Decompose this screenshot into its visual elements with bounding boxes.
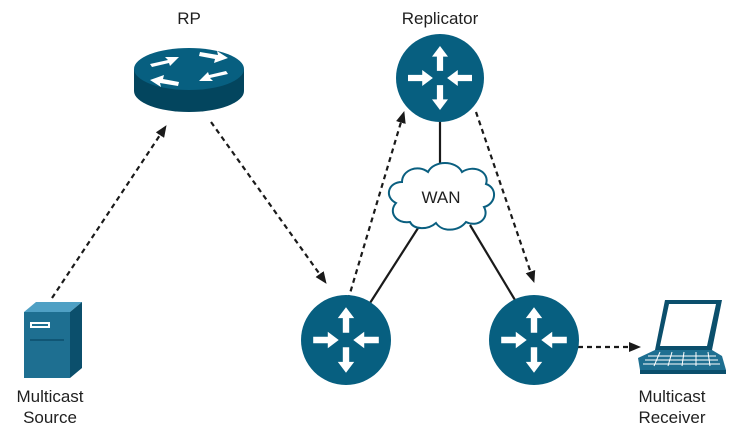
source-label-line2: Source (23, 408, 77, 427)
replicator-label: Replicator (401, 9, 479, 28)
server-icon (24, 302, 82, 378)
arrow-replicator-to-right-router (474, 111, 536, 283)
rp-router-icon (134, 48, 244, 112)
rp-label: RP (177, 9, 201, 28)
source-label-line1: Multicast (16, 387, 84, 406)
links (369, 120, 516, 304)
arrow-left-router-to-replicator (346, 111, 406, 301)
link-wan-right-router (469, 224, 516, 301)
left-router-icon (301, 295, 391, 385)
replicator-router-icon (396, 34, 484, 122)
laptop-icon (638, 300, 726, 374)
flow-arrows (51, 111, 641, 352)
link-wan-left-router (369, 224, 421, 304)
wan-label: WAN (421, 188, 460, 207)
receiver-label-line2: Receiver (638, 408, 706, 427)
arrow-rp-to-left-router (210, 121, 327, 284)
arrow-source-to-rp (51, 125, 167, 299)
wan-cloud-icon: WAN (387, 162, 495, 231)
receiver-label-line1: Multicast (638, 387, 706, 406)
right-router-icon (489, 295, 579, 385)
